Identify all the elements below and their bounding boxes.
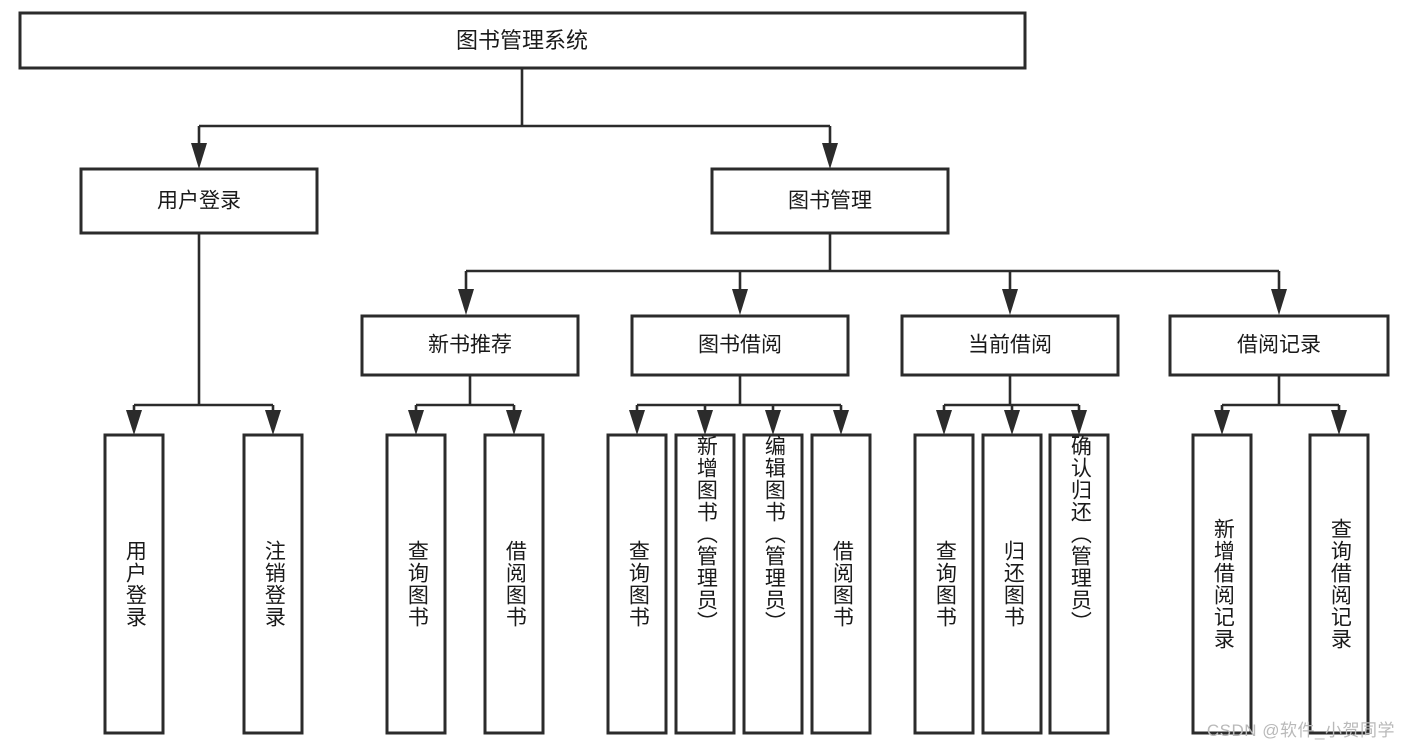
- node-current-borrow-label: 当前借阅: [968, 334, 1052, 357]
- arrow-head-leaf-7: [765, 410, 781, 435]
- node-borrow-record-box[interactable]: [1168, 314, 1390, 377]
- node-new-book-recommend-box[interactable]: [360, 314, 580, 377]
- arrow-head-user-login: [191, 143, 207, 169]
- node-leaf-12-box[interactable]: [1191, 433, 1253, 735]
- arrow-head-borrow-record: [1271, 289, 1287, 315]
- arrow-head-leaf-9: [936, 410, 952, 435]
- arrow-head-leaf-11: [1071, 410, 1087, 435]
- connector-group-current-borrow: [936, 375, 1087, 435]
- node-book-management-label: 图书管理: [788, 190, 872, 213]
- node-leaf-7-box[interactable]: [742, 433, 804, 735]
- connector-group-root: [191, 68, 838, 169]
- arrow-head-leaf-8: [833, 410, 849, 435]
- node-borrow-record-label: 借阅记录: [1237, 334, 1321, 357]
- connector-group-borrow-record: [1214, 375, 1347, 435]
- node-leaf-9-box[interactable]: [913, 433, 975, 735]
- connector-group-book-management: [458, 233, 1287, 315]
- arrow-head-book-management: [822, 143, 838, 169]
- node-new-book-recommend[interactable]: 新书推荐: [360, 314, 580, 377]
- arrow-head-leaf-6: [697, 410, 713, 435]
- arrow-head-leaf-3: [408, 410, 424, 435]
- arrow-head-leaf-4: [506, 410, 522, 435]
- node-leaf-13-box[interactable]: [1308, 433, 1370, 735]
- node-leaf-1-box[interactable]: [103, 433, 165, 735]
- arrow-head-current-borrow: [1002, 289, 1018, 315]
- node-book-management[interactable]: 图书管理: [710, 167, 950, 235]
- node-leaf-10-box[interactable]: [981, 433, 1043, 735]
- node-book-borrow-label: 图书借阅: [698, 334, 782, 357]
- node-leaf-2-box[interactable]: [242, 433, 304, 735]
- node-user-login-label: 用户登录: [157, 190, 241, 213]
- node-leaf-6-box[interactable]: [674, 433, 736, 735]
- csdn-watermark: CSDN @软件_小贺同学: [1206, 721, 1395, 740]
- node-current-borrow[interactable]: 当前借阅: [900, 314, 1120, 377]
- arrow-head-book-borrow: [732, 289, 748, 315]
- node-book-borrow[interactable]: 图书借阅: [630, 314, 850, 377]
- node-user-login[interactable]: 用户登录: [79, 167, 319, 235]
- arrow-head-leaf-5: [629, 410, 645, 435]
- node-root-label: 图书管理系统: [456, 28, 588, 53]
- node-current-borrow-box[interactable]: [900, 314, 1120, 377]
- arrow-head-leaf-2: [265, 410, 281, 435]
- node-book-management-box[interactable]: [710, 167, 950, 235]
- node-borrow-record[interactable]: 借阅记录: [1168, 314, 1390, 377]
- node-leaf-8-box[interactable]: [810, 433, 872, 735]
- connector-group-book-borrow: [629, 375, 849, 435]
- node-new-book-recommend-label: 新书推荐: [428, 334, 512, 357]
- connector-group-user-login: [126, 233, 281, 435]
- arrow-head-leaf-1: [126, 410, 142, 435]
- node-root[interactable]: 图书管理系统: [18, 11, 1027, 70]
- node-book-borrow-box[interactable]: [630, 314, 850, 377]
- arrow-head-leaf-12: [1214, 410, 1230, 435]
- node-leaf-5-box[interactable]: [606, 433, 668, 735]
- node-root-box[interactable]: [18, 11, 1027, 70]
- arrow-head-new-book-recommend: [458, 289, 474, 315]
- node-leaf-11-box[interactable]: [1048, 433, 1110, 735]
- node-user-login-box[interactable]: [79, 167, 319, 235]
- node-leaf-4-box[interactable]: [483, 433, 545, 735]
- arrow-head-leaf-13: [1331, 410, 1347, 435]
- arrow-head-leaf-10: [1004, 410, 1020, 435]
- node-leaf-3-box[interactable]: [385, 433, 447, 735]
- connector-group-new-book-recommend: [408, 375, 522, 435]
